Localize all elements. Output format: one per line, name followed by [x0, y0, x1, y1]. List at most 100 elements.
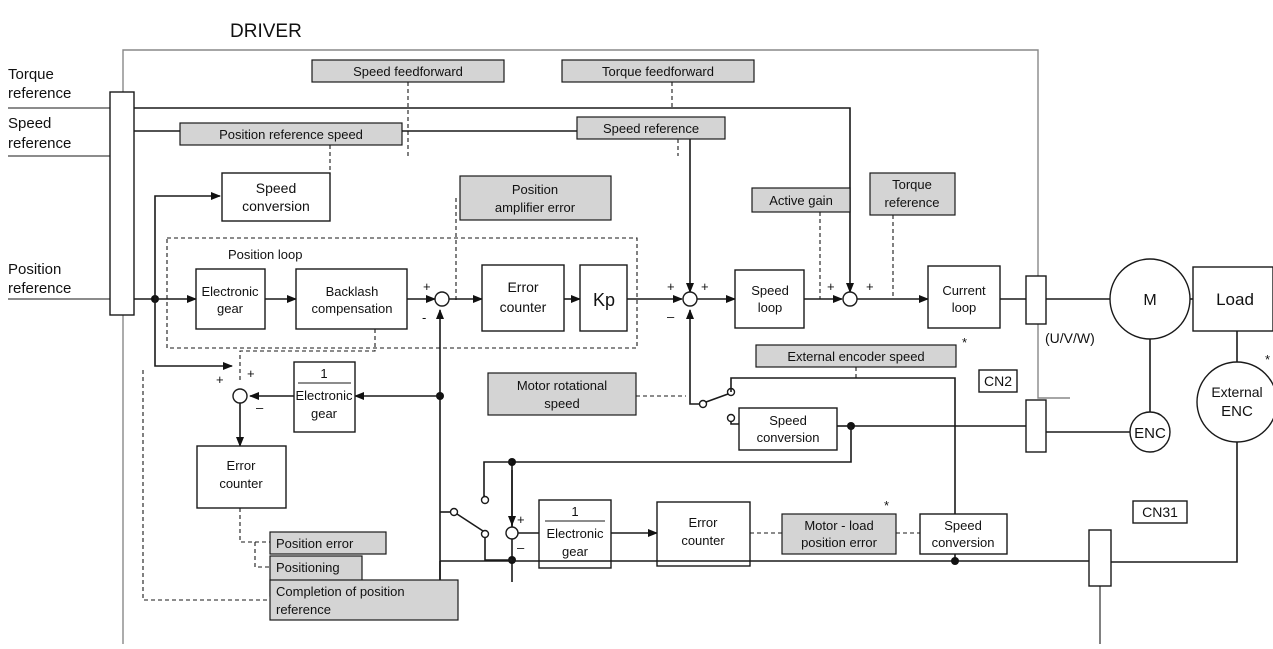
- svg-text:Current: Current: [942, 283, 986, 298]
- svg-text:reference: reference: [8, 85, 71, 102]
- svg-text:+: +: [667, 279, 675, 294]
- speed-loop-block: [734, 269, 805, 329]
- svg-text:+: +: [701, 279, 709, 294]
- position-reference-speed-monitor: [179, 122, 403, 146]
- svg-text:Kp: Kp: [593, 290, 615, 310]
- svg-text:Torque feedforward: Torque feedforward: [602, 64, 714, 79]
- torque-reference-monitor: [869, 172, 956, 216]
- svg-text:Position: Position: [8, 261, 61, 278]
- svg-text:loop: loop: [758, 300, 783, 315]
- svg-text:1: 1: [571, 504, 578, 519]
- svg-text:reference: reference: [8, 280, 71, 297]
- external-encoder: [1196, 361, 1273, 443]
- svg-text:+: +: [866, 279, 874, 294]
- svg-text:Positioning: Positioning: [276, 560, 340, 575]
- svg-text:Electronic: Electronic: [201, 284, 259, 299]
- svg-text:External encoder speed: External encoder speed: [787, 349, 924, 364]
- svg-text:gear: gear: [217, 301, 244, 316]
- svg-text:position error: position error: [801, 535, 878, 550]
- svg-text:Torque: Torque: [892, 177, 932, 192]
- cn31-connector: [1088, 529, 1112, 587]
- svg-text:CN31: CN31: [1142, 504, 1178, 520]
- svg-text:Completion of position: Completion of position: [276, 584, 405, 599]
- kp-gain-block: [579, 264, 628, 332]
- svg-text:loop: loop: [952, 300, 977, 315]
- svg-text:Motor rotational: Motor rotational: [517, 378, 607, 393]
- motor-load-position-error-monitor: [781, 513, 897, 555]
- svg-text:+: +: [423, 279, 431, 294]
- torque-feedforward-monitor: [561, 59, 755, 83]
- svg-text:Position: Position: [512, 182, 558, 197]
- svg-text:Speed: Speed: [769, 413, 807, 428]
- svg-text:+: +: [216, 372, 224, 387]
- svg-text:Error: Error: [227, 458, 257, 473]
- inverse-electronic-gear-block-lower: [538, 499, 612, 569]
- speed-reference-monitor: [576, 116, 726, 140]
- svg-text:compensation: compensation: [312, 301, 393, 316]
- svg-text:-: -: [422, 310, 426, 325]
- uvw-label: (U/V/W): [1045, 330, 1095, 346]
- svg-text:M: M: [1143, 292, 1156, 309]
- speed-conversion-block-top: [221, 172, 331, 222]
- input-connector: [109, 91, 135, 316]
- svg-text:Error: Error: [689, 515, 719, 530]
- completion-of-position-reference-monitor: [269, 579, 459, 621]
- svg-text:conversion: conversion: [242, 198, 310, 214]
- cn31-label: [1132, 500, 1188, 524]
- svg-text:Speed reference: Speed reference: [603, 121, 699, 136]
- svg-text:*: *: [1265, 352, 1270, 367]
- svg-text:reference: reference: [8, 135, 71, 152]
- position-error-monitor: [269, 531, 387, 555]
- error-counter-block-main: [481, 264, 565, 332]
- inverse-electronic-gear-block-upper: [293, 361, 356, 433]
- svg-text:counter: counter: [500, 299, 547, 315]
- svg-text:speed: speed: [544, 396, 579, 411]
- svg-text:–: –: [517, 540, 525, 555]
- svg-text:amplifier error: amplifier error: [495, 200, 576, 215]
- position-loop-label: Position loop: [228, 247, 302, 262]
- position-summing-junction: [434, 291, 450, 307]
- load: [1192, 266, 1273, 332]
- svg-text:Active gain: Active gain: [769, 193, 833, 208]
- svg-text:reference: reference: [276, 602, 331, 617]
- speed-summing-junction: [682, 291, 698, 307]
- position-reference-input-label: Position reference: [8, 261, 71, 297]
- current-summing-junction: [842, 291, 858, 307]
- svg-text:CN2: CN2: [984, 373, 1012, 389]
- svg-text:ENC: ENC: [1134, 425, 1166, 442]
- svg-text:*: *: [884, 498, 889, 513]
- uvw-connector: [1025, 275, 1047, 325]
- cn2-label: [978, 369, 1018, 393]
- backlash-compensation-block: [295, 268, 408, 330]
- load-summing-junction: [505, 526, 519, 540]
- svg-text:Electronic: Electronic: [546, 526, 604, 541]
- svg-text:Speed feedforward: Speed feedforward: [353, 64, 463, 79]
- torque-reference-input-label: Torque reference: [8, 66, 71, 102]
- svg-text:–: –: [667, 309, 675, 324]
- svg-text:conversion: conversion: [932, 535, 995, 550]
- svg-text:reference: reference: [885, 195, 940, 210]
- left-summing-junction: [232, 388, 248, 404]
- motor-rotational-speed-monitor: [487, 372, 637, 416]
- svg-text:Speed: Speed: [944, 518, 982, 533]
- active-gain-monitor: [751, 187, 851, 213]
- svg-text:+: +: [247, 366, 255, 381]
- error-counter-block-left: [196, 445, 287, 509]
- cn2-connector: [1025, 399, 1047, 453]
- svg-text:Load: Load: [1216, 290, 1254, 309]
- error-counter-block-bottom: [656, 501, 751, 567]
- svg-text:Speed: Speed: [8, 115, 51, 132]
- svg-text:Speed: Speed: [751, 283, 789, 298]
- speed-reference-input-label: Speed reference: [8, 115, 71, 152]
- svg-text:gear: gear: [311, 406, 338, 421]
- svg-text:+: +: [827, 279, 835, 294]
- svg-text:counter: counter: [681, 533, 725, 548]
- current-loop-block: [927, 265, 1001, 329]
- svg-text:gear: gear: [562, 544, 589, 559]
- svg-text:Position error: Position error: [276, 536, 354, 551]
- svg-text:Position reference speed: Position reference speed: [219, 127, 363, 142]
- position-loop-group: [166, 237, 638, 349]
- speed-conversion-block-middle: [738, 407, 838, 451]
